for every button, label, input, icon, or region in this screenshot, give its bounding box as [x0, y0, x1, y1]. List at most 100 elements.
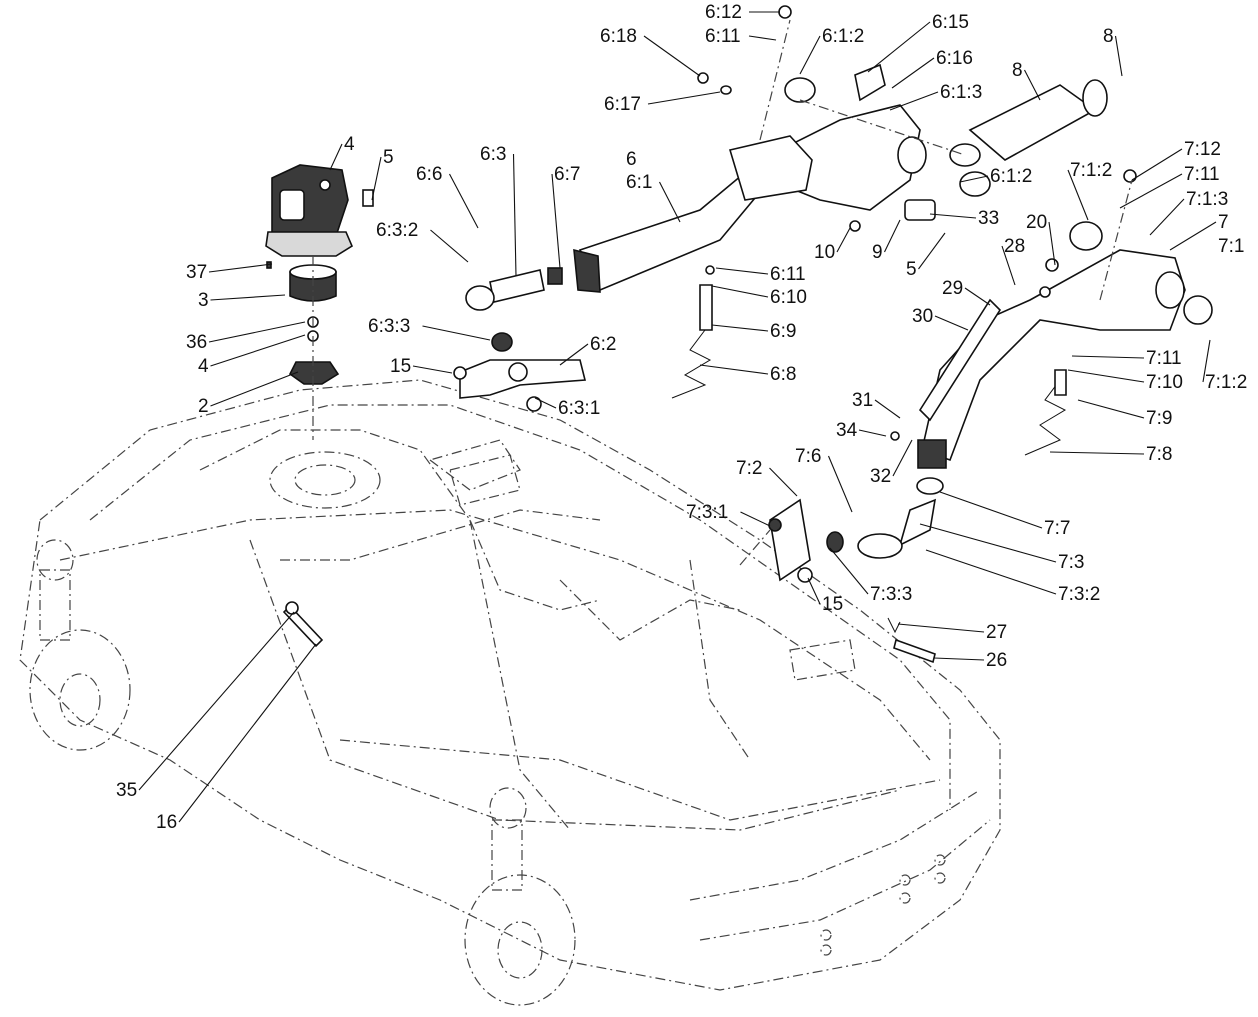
leader-line: [829, 547, 869, 595]
leader-line: [867, 21, 931, 73]
leader-line: [1149, 198, 1185, 236]
callout-label: 7:9: [1146, 408, 1172, 429]
leader-line: [715, 267, 769, 275]
callout-label: 3: [198, 290, 209, 311]
leader-line: [371, 156, 382, 201]
callout-label: 7:1:3: [1186, 189, 1228, 210]
callout-label: 6:11: [770, 264, 806, 285]
leader-line: [643, 35, 701, 77]
callout-label: 15: [822, 594, 843, 615]
gearbox-assembly: [265, 164, 374, 440]
callout-label: 29: [942, 278, 963, 299]
callout-label: 6:2: [590, 334, 616, 355]
callout-label: 7:6: [795, 446, 821, 467]
leader-line: [1067, 169, 1089, 221]
callout-label: 8: [1103, 26, 1114, 47]
callout-label: 6:10: [770, 287, 807, 308]
callout-label: 26: [986, 650, 1007, 671]
leader-line: [1001, 245, 1016, 286]
leader-line: [210, 334, 306, 367]
leader-line: [1024, 69, 1041, 101]
leader-line: [210, 371, 299, 407]
leader-line: [918, 232, 946, 270]
callout-label: 7:1:2: [1205, 372, 1247, 393]
callout-label: 20: [1026, 212, 1047, 233]
callout-label: 7:3: [1058, 552, 1084, 573]
leader-line: [659, 181, 681, 223]
leader-line: [647, 91, 721, 105]
leader-line: [1049, 451, 1145, 455]
callout-label: 2: [198, 396, 209, 417]
leader-line: [210, 294, 286, 301]
lift-arm-6: [453, 5, 1108, 412]
leader-lines: [138, 11, 1217, 823]
leader-line: [891, 57, 935, 89]
callout-label: 7:1:2: [1070, 160, 1112, 181]
callout-label: 34: [836, 420, 858, 441]
lift-arm-7: [739, 169, 1213, 583]
leader-line: [534, 397, 557, 409]
callout-label: 15: [390, 356, 411, 377]
callout-label: 8: [1012, 60, 1023, 81]
callout-label: 6:11: [705, 26, 741, 47]
mower-deck: [19, 379, 1001, 1006]
leader-line: [1119, 173, 1183, 209]
leader-line: [138, 611, 295, 791]
callout-label: 30: [912, 306, 933, 327]
callout-label: 6:3:2: [376, 220, 418, 241]
callout-label: 6:16: [936, 48, 973, 69]
leader-line: [827, 455, 853, 513]
callout-label: 5: [383, 147, 394, 168]
leader-line: [740, 511, 771, 527]
callout-label: 7: [1218, 212, 1229, 233]
callout-label: 6:12: [705, 2, 742, 23]
leader-line: [1067, 369, 1145, 383]
callout-label: 6:6: [416, 164, 442, 185]
leader-line: [430, 229, 469, 263]
leader-line: [208, 321, 306, 343]
leader-line: [884, 219, 901, 253]
callout-label: 6:7: [554, 164, 580, 185]
callout-label: 6:3:3: [368, 316, 410, 337]
callout-label: 6:18: [600, 26, 637, 47]
callout-label: 6: [626, 149, 637, 170]
callout-label: 6:8: [770, 364, 796, 385]
callout-label: 4: [344, 134, 355, 155]
leader-line: [512, 153, 517, 277]
callout-label: 28: [1004, 236, 1025, 257]
callout-label: 6:1: [626, 172, 652, 193]
leader-line: [1071, 355, 1145, 359]
callout-label: 27: [986, 622, 1007, 643]
leader-line: [178, 643, 317, 823]
leader-line: [769, 467, 798, 497]
leader-line: [836, 227, 851, 253]
leader-line: [807, 577, 821, 605]
callout-label: 7:11: [1146, 348, 1182, 369]
callout-label: 6:3:1: [558, 398, 600, 419]
leader-line: [874, 399, 901, 419]
callout-label: 6:3: [480, 144, 506, 165]
leader-line: [1169, 221, 1217, 251]
leader-line: [897, 623, 985, 633]
callout-label: 7:3:1: [686, 502, 728, 523]
leader-line: [329, 143, 343, 171]
leader-line: [1048, 221, 1056, 266]
leader-line: [559, 343, 589, 366]
leader-line: [699, 364, 769, 375]
callout-label: 7:3:3: [870, 584, 912, 605]
leader-line: [799, 35, 821, 75]
callout-label: 33: [978, 208, 999, 229]
callout-label: 6:17: [604, 94, 641, 115]
callout-label: 7:2: [736, 458, 762, 479]
leader-line: [711, 285, 769, 298]
callout-label: 4: [198, 356, 209, 377]
leader-line: [1202, 339, 1211, 383]
callout-label: 9: [872, 242, 883, 263]
leader-line: [1131, 148, 1183, 181]
leader-line: [959, 175, 989, 183]
leader-line: [748, 35, 777, 41]
leader-line: [858, 429, 887, 437]
leader-line: [412, 365, 453, 374]
